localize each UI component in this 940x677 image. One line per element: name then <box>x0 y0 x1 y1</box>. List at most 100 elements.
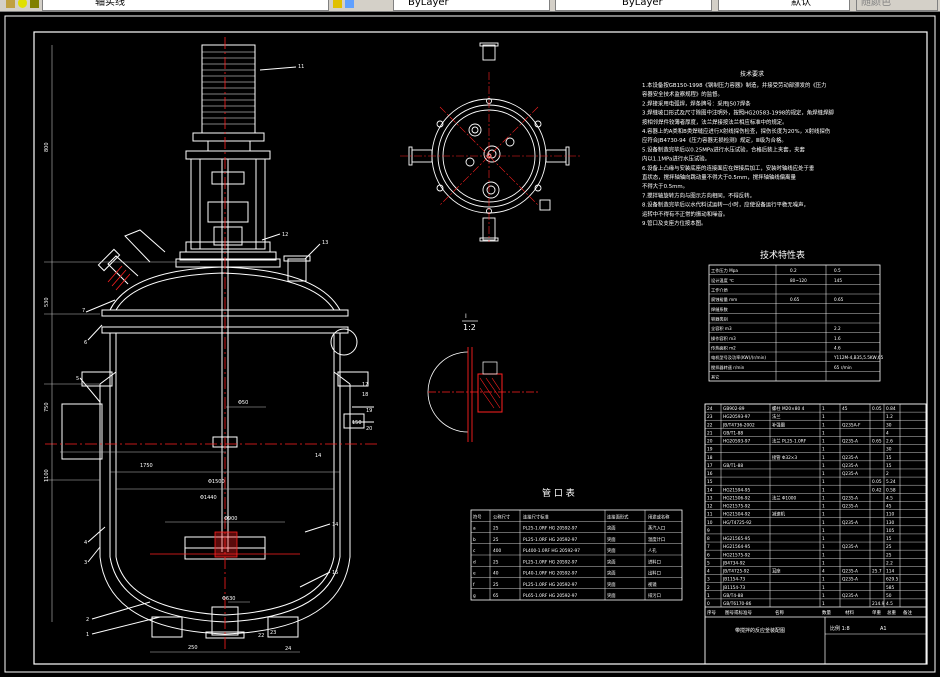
bom-cell: 19 <box>707 447 713 453</box>
inner-frame <box>33 31 928 665</box>
nozzle-table-cell: c <box>473 549 476 554</box>
nozzle-table-cell: 25 <box>493 559 499 565</box>
lock-icon[interactable] <box>30 0 39 8</box>
bom-header-cell: 总重 <box>887 609 896 616</box>
bom-cell: 6 <box>707 552 710 558</box>
tech-table-cell: 1.6 <box>834 336 841 341</box>
tech-table-cell: 传热面积 m2 <box>711 345 736 352</box>
nozzle-table-cell: 进料口 <box>648 558 661 565</box>
bom-cell: 1 <box>822 479 825 485</box>
bom-cell: 13 <box>707 495 713 501</box>
callout-11: 11 <box>298 64 304 70</box>
bom-cell: 5 <box>707 560 710 566</box>
linetype-combo[interactable]: ByLayer <box>555 0 712 11</box>
nozzle-table-cell: 25 <box>493 537 499 543</box>
callout-numbers: 11 12 13 7 6 5 4 3 2 1 17 18 19 20 14 15… <box>76 64 372 639</box>
bom-cell: GB/T1-88 <box>723 463 743 469</box>
callout-13: 13 <box>322 240 328 246</box>
bom-cell: 24 <box>707 406 713 412</box>
bom-cell: 0.58 <box>886 487 896 493</box>
bom-cell: HG21564-95 <box>723 544 751 550</box>
bom-cell: Q235-A <box>842 520 858 526</box>
bom-cell: 45 <box>886 504 892 510</box>
tech-table-row: 电机型号及功率(KW)/(r/min)Y112M-4,B35,5.5KW,65 <box>711 354 884 361</box>
layer-icon[interactable] <box>6 0 15 8</box>
bulb-icon[interactable] <box>18 0 27 8</box>
bom-cell: 18 <box>707 455 713 461</box>
bom-cell: Q235A-F <box>842 422 861 428</box>
nozzle-table-cell: 40 <box>493 571 499 577</box>
tech-req-line: 按相邻焊件较薄者厚度，法兰焊接按法兰相应标准中的规定。 <box>642 118 788 126</box>
nozzle-table-cell: 400 <box>493 548 501 554</box>
bom-cell: HG21575-92 <box>723 504 751 510</box>
nozzle-table-cell: PL25-1.0RF HG 20592-97 <box>523 582 578 588</box>
tech-requirements: 技术要求 1.本设备按GB150-1998《钢制压力容器》制造，并接受劳动部颁发… <box>642 70 834 227</box>
nozzle-table-header: 公称尺寸 <box>493 513 511 520</box>
tech-req-line: 运转中不得有不正常的振动和噪音。 <box>642 210 728 218</box>
bom-cell: 1 <box>822 544 825 550</box>
lineweight-combo[interactable]: 默认 <box>718 0 850 11</box>
bom-cell: 0.84 <box>886 406 896 412</box>
callout-6: 6 <box>84 340 87 346</box>
make-layer-current-icon[interactable] <box>333 0 342 8</box>
color-combo[interactable]: ByLayer <box>393 0 550 11</box>
dim-h750: 750 <box>44 402 50 412</box>
bom-header-cell: 备注 <box>903 609 912 616</box>
bom-cell: 629.5 <box>886 577 899 583</box>
bom-cell: 1 <box>822 495 825 501</box>
bom-cell: HG/T4725-92 <box>723 520 752 526</box>
dim-h1100: 1100 <box>44 469 50 482</box>
bom-cell: HG21504-92 <box>723 512 751 518</box>
bom-cell: HG20593-97 <box>723 439 751 445</box>
nozzle-table-header: 连接尺寸标准 <box>523 513 549 520</box>
drawing-canvas[interactable]: 800 530 750 1100 1750 Φ1500 Φ1440 Φ900 Φ… <box>0 12 940 677</box>
bom-header-cell: 图号或标准号 <box>725 609 752 616</box>
bom-cell: Q235-A <box>842 593 858 599</box>
tech-req-line: 应符合JB4730-94《压力容器无损检测》规定，Ⅲ级为合格。 <box>642 136 787 144</box>
bom-cell: 0.05 <box>872 406 882 412</box>
bom-cell: 0 <box>707 601 710 607</box>
layer-previous-icon[interactable] <box>345 0 354 8</box>
tech-table-cell: 操作容积 m3 <box>711 335 736 342</box>
bom-cell: Q235-A <box>842 569 858 575</box>
section-label-scale: 1:2 <box>463 323 476 332</box>
plotstyle-combo[interactable]: 随颜色 <box>856 0 938 11</box>
linetype-combo-label: ByLayer <box>622 0 663 8</box>
bom-cell: 110 <box>886 512 894 518</box>
outer-frame <box>4 15 936 673</box>
bom-cell: 1 <box>822 593 825 599</box>
nozzle-table-cell: f <box>473 582 475 588</box>
nozzle-table-cell: a <box>473 527 476 532</box>
bom-cell: 1 <box>822 552 825 558</box>
layer-combo[interactable]: 轴实线 <box>42 0 329 11</box>
tech-table-cell: 145 <box>834 278 842 283</box>
bom-cell: 2 <box>886 471 889 477</box>
bom-cell: 30 <box>886 447 892 453</box>
bom-cell: 15 <box>886 455 892 461</box>
bom-cell: 1 <box>822 422 825 428</box>
dim-1750: 1750 <box>140 463 153 469</box>
bom-cell: 14 <box>707 487 713 493</box>
bom-header-cell: 单重 <box>872 609 881 616</box>
bom-cell: 3 <box>707 577 710 583</box>
bom-cell: 25 <box>886 544 892 550</box>
dim-14: 14 <box>315 453 321 459</box>
tech-table-cell: 全容积 m3 <box>711 325 732 332</box>
tech-req-line: 9.管口及支座方位按本图。 <box>642 219 706 227</box>
tech-table-row: 操作容积 m3 1.6 <box>711 335 841 342</box>
callout-23: 23 <box>270 630 276 636</box>
dim-630: Φ630 <box>222 596 235 602</box>
bom-cell: 1 <box>822 528 825 534</box>
tech-table-cell: 0.65 <box>834 297 844 302</box>
detail-section: I 1:2 <box>427 313 540 442</box>
